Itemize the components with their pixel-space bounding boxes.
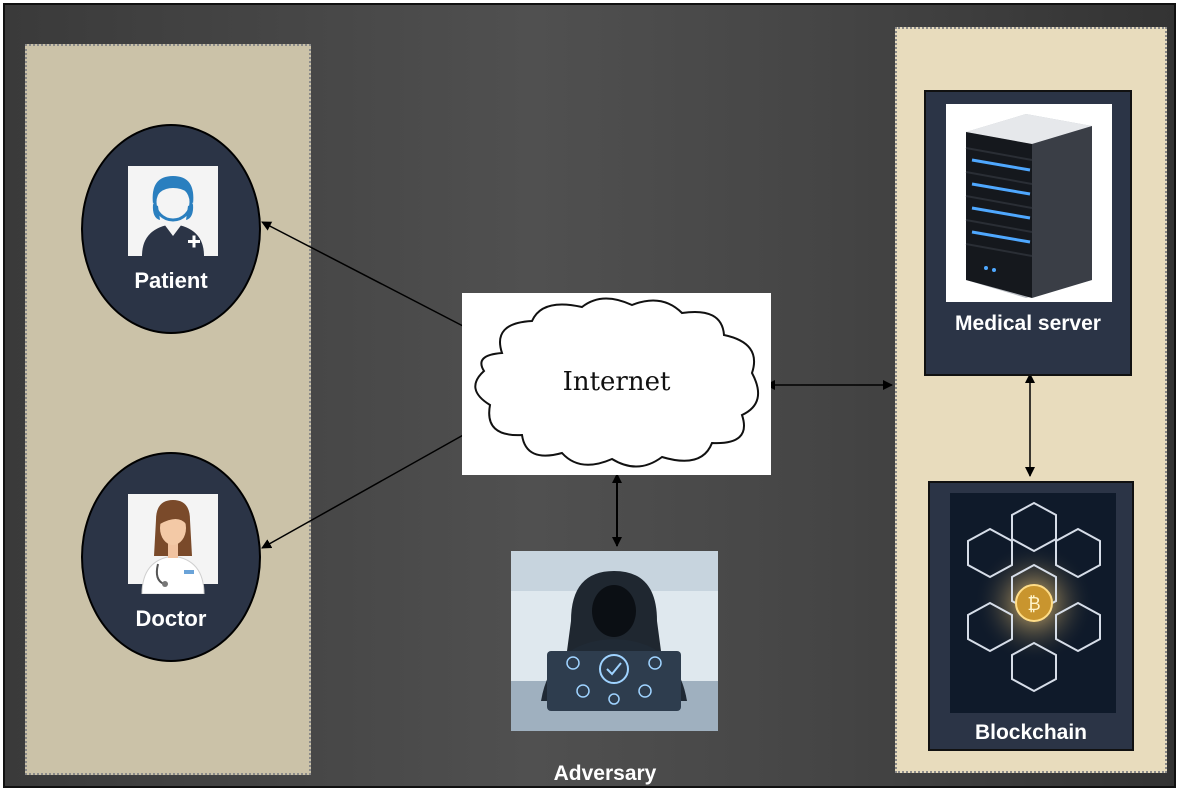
diagram-frame: Patient Doctor Internet <box>3 3 1176 788</box>
medical-server-label: Medical server <box>955 312 1101 335</box>
patient-label: Patient <box>134 268 208 293</box>
doctor-icon <box>128 494 218 594</box>
doctor-node: Doctor <box>81 452 261 662</box>
blockchain-icon: ₿ <box>950 493 1116 713</box>
arrow-doctor-internet <box>261 419 491 549</box>
internet-node: Internet <box>462 293 771 475</box>
internet-label: Internet <box>562 367 671 397</box>
blockchain-label: Blockchain <box>974 721 1088 744</box>
patient-node: Patient <box>81 124 261 334</box>
connection-arrows <box>261 221 1035 549</box>
server-icon <box>946 104 1112 302</box>
svg-text:₿: ₿ <box>1027 594 1040 615</box>
arrow-patient-internet <box>261 221 491 341</box>
cloud-icon <box>474 297 760 468</box>
hacker-icon <box>511 551 718 731</box>
blockchain-node: ₿ Blockchain <box>928 481 1134 751</box>
medical-server-node: Medical server <box>924 90 1132 376</box>
patient-icon <box>128 166 218 256</box>
doctor-label: Doctor <box>135 606 207 631</box>
adversary-label: Adversary <box>553 762 657 785</box>
